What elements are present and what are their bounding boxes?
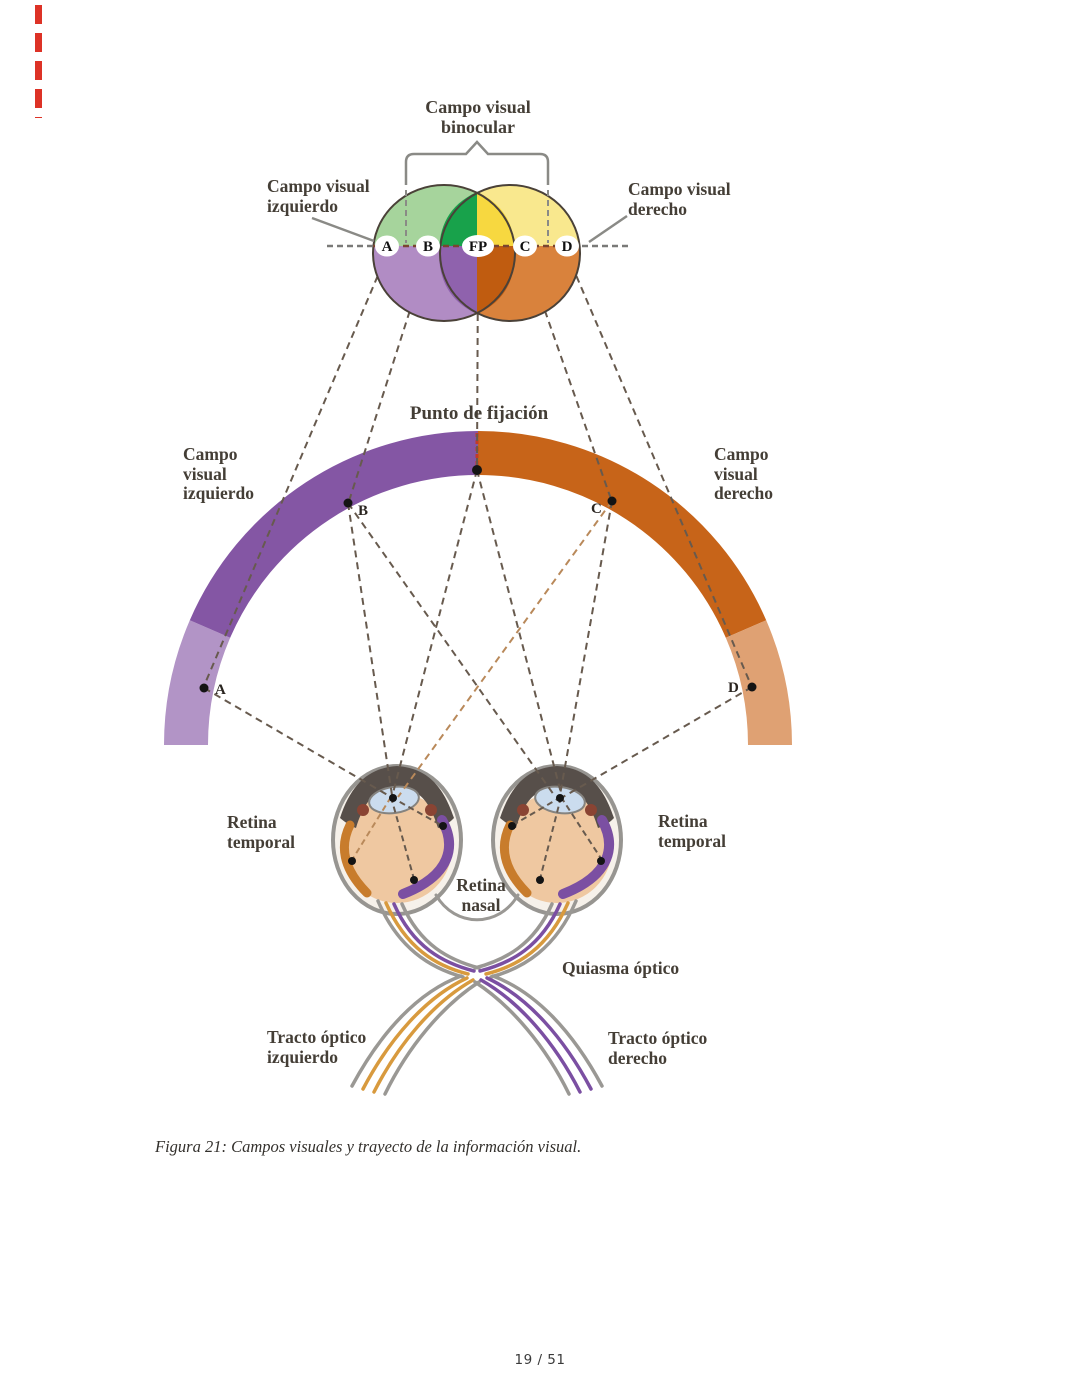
light-rays-arc-to-eyes bbox=[203, 469, 753, 798]
svg-text:C: C bbox=[591, 501, 602, 517]
svg-text:D: D bbox=[562, 239, 573, 255]
left-eye-nasal-retina-band bbox=[339, 820, 372, 898]
arc-point-letters: A B C D bbox=[215, 501, 739, 698]
ray-inside-left-eye-tan bbox=[351, 796, 392, 861]
left-eye bbox=[331, 764, 463, 916]
svg-text:B: B bbox=[423, 239, 433, 255]
projection-lines-field-to-arc bbox=[203, 253, 752, 687]
optic-chiasm bbox=[350, 893, 604, 1096]
field-point-letters: A B FP C D bbox=[382, 239, 573, 255]
right-eye-retina-band-purple bbox=[558, 815, 614, 899]
right-eye bbox=[491, 764, 623, 916]
left-eye-cornea-cap bbox=[340, 766, 454, 828]
optic-tract-right-label: Tracto óptico derecho bbox=[608, 1028, 708, 1068]
arc-points bbox=[199, 465, 757, 693]
arc-left-field-label: Campo visual izquierdo bbox=[183, 444, 254, 503]
arc-right-field-label: Campo visual derecho bbox=[714, 444, 773, 503]
page-number: 19 / 51 bbox=[514, 1352, 566, 1368]
visual-field-oval: A B FP C D bbox=[311, 140, 630, 322]
svg-text:A: A bbox=[382, 239, 393, 255]
left-label-pointer bbox=[311, 216, 375, 243]
retina-image-points bbox=[348, 794, 605, 884]
right-label-pointer bbox=[588, 214, 628, 244]
fixation-point-label: Punto de fijación bbox=[409, 403, 549, 424]
svg-text:B: B bbox=[358, 503, 368, 519]
right-eye-cornea-cap bbox=[500, 766, 614, 828]
right-field-label: Campo visual derecho bbox=[628, 179, 731, 219]
right-eye-retina-band-orange bbox=[499, 820, 532, 898]
binocular-bracket bbox=[404, 140, 550, 185]
binocular-field-label: Campo visual binocular bbox=[425, 97, 531, 137]
field-point-chips bbox=[375, 235, 579, 257]
retina-nasal-label: Retina nasal bbox=[456, 875, 506, 915]
svg-text:C: C bbox=[520, 239, 531, 255]
svg-text:D: D bbox=[728, 680, 739, 696]
optic-chiasm-label: Quiasma óptico bbox=[562, 958, 680, 978]
left-field-label: Campo visual izquierdo bbox=[267, 176, 370, 216]
hemifield-arc bbox=[163, 431, 793, 746]
retina-temporal-left-label: Retina temporal bbox=[227, 812, 296, 852]
light-ray-tan bbox=[397, 500, 613, 798]
retina-temporal-right-label: Retina temporal bbox=[658, 811, 727, 851]
rays-inside-eyes bbox=[390, 796, 603, 880]
optic-tract-left-label: Tracto óptico izquierdo bbox=[267, 1027, 367, 1067]
svg-text:A: A bbox=[215, 682, 226, 698]
svg-text:FP: FP bbox=[469, 239, 487, 255]
red-annotation-mark bbox=[35, 5, 42, 118]
figure-caption: Figura 21: Campos visuales y trayecto de… bbox=[155, 1137, 582, 1156]
